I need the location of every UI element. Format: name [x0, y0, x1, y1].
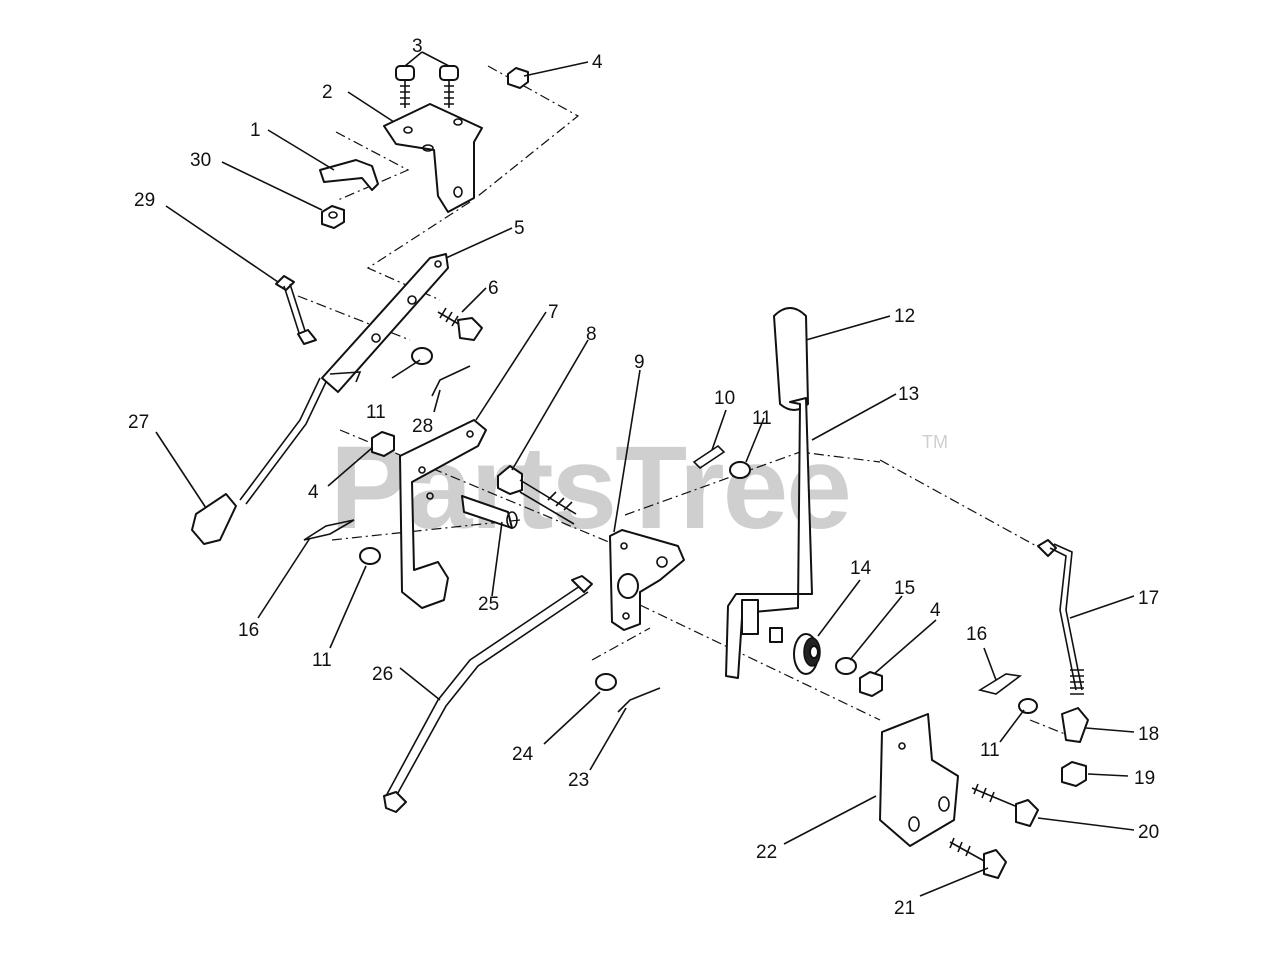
callout-25: 25: [478, 594, 499, 615]
callout-16-right: 16: [966, 624, 987, 645]
watermark-text: PartsTree: [330, 422, 850, 554]
washer-part-15: [835, 657, 857, 675]
cotter-pin-part-16-right: [977, 673, 1023, 695]
clip-part-1: [319, 159, 379, 191]
callout-11-b: 11: [312, 650, 332, 671]
callout-4-mid: 4: [308, 482, 319, 503]
nut-part-4-right: [859, 671, 883, 697]
nut-part-4-mid: [371, 431, 395, 457]
callout-leader-lines: [155, 51, 1135, 897]
callout-13: 13: [898, 384, 919, 405]
callout-21: 21: [894, 898, 915, 919]
watermark-trademark: TM: [922, 432, 948, 452]
callout-17: 17: [1138, 588, 1159, 609]
callout-15: 15: [894, 578, 915, 599]
callout-12: 12: [894, 306, 915, 327]
pin-part-28: [431, 365, 471, 397]
callout-23: 23: [568, 770, 589, 791]
callout-28: 28: [412, 416, 433, 437]
knob-part-27: [191, 377, 327, 545]
swivel-part-18: [1061, 707, 1089, 743]
spacer-tube-part-25: [461, 495, 518, 529]
nut-part-19: [1061, 761, 1087, 787]
callout-9: 9: [634, 352, 645, 373]
lever-arm-part-5: [321, 253, 449, 393]
washer-part-11-b: [359, 547, 381, 565]
callout-4-top: 4: [592, 52, 603, 73]
callout-27: 27: [128, 412, 149, 433]
bolt-part-21: [949, 837, 1007, 879]
callout-4-right: 4: [930, 600, 941, 621]
washer-part-11-d: [1018, 698, 1038, 714]
callout-22: 22: [756, 842, 777, 863]
callout-7: 7: [548, 302, 559, 323]
callout-24: 24: [512, 744, 534, 765]
shift-lever-part-13: [725, 397, 813, 679]
callout-20: 20: [1138, 822, 1159, 843]
link-rod-part-29: [275, 275, 317, 345]
callout-10: 10: [714, 388, 735, 409]
callout-18: 18: [1138, 724, 1159, 745]
callout-16-left: 16: [238, 620, 259, 641]
upper-bracket-part-2: [383, 103, 483, 213]
washer-part-11-c: [729, 461, 751, 479]
callout-30: 30: [190, 150, 211, 171]
callout-labels: 1 2 3 4 5 6 7 8 9 10 11 12 13 14 15 16 1…: [128, 36, 1159, 919]
nut-part-30: [321, 205, 345, 229]
callout-11-a: 11: [366, 402, 386, 423]
callout-5: 5: [514, 218, 525, 239]
callout-2: 2: [322, 82, 333, 103]
bushing-part-14: [793, 633, 821, 675]
callout-3: 3: [412, 36, 423, 57]
cotter-pin-part-10: [692, 444, 726, 470]
pivot-plate-part-9: [609, 529, 685, 631]
long-bolt-part-8: [497, 465, 577, 525]
callout-11-d: 11: [980, 740, 1000, 761]
mounting-plate-part-7: [399, 419, 487, 609]
cotter-pin-part-16-left: [303, 519, 355, 541]
callout-1: 1: [250, 120, 261, 141]
pin-part-23: [617, 687, 661, 713]
bolt-part-20: [971, 783, 1039, 827]
rod-part-26: [383, 575, 593, 813]
nut-part-4-top: [507, 67, 529, 89]
rod-part-17: [1037, 539, 1084, 695]
callout-8: 8: [586, 324, 597, 345]
bracket-part-22: [879, 713, 959, 847]
assembly-guide-lines: [297, 65, 1081, 741]
callout-29: 29: [134, 190, 155, 211]
washer-part-24: [595, 673, 617, 691]
screws-part-3: [395, 65, 459, 108]
bolt-part-6: [437, 307, 483, 341]
callout-14: 14: [850, 558, 872, 579]
washer-part-11-a: [411, 347, 433, 365]
handle-grip-part-12: [773, 307, 809, 411]
callout-19: 19: [1134, 768, 1155, 789]
callout-26: 26: [372, 664, 393, 685]
callout-11-upper-right: 11: [752, 408, 772, 429]
callout-6: 6: [488, 278, 499, 299]
